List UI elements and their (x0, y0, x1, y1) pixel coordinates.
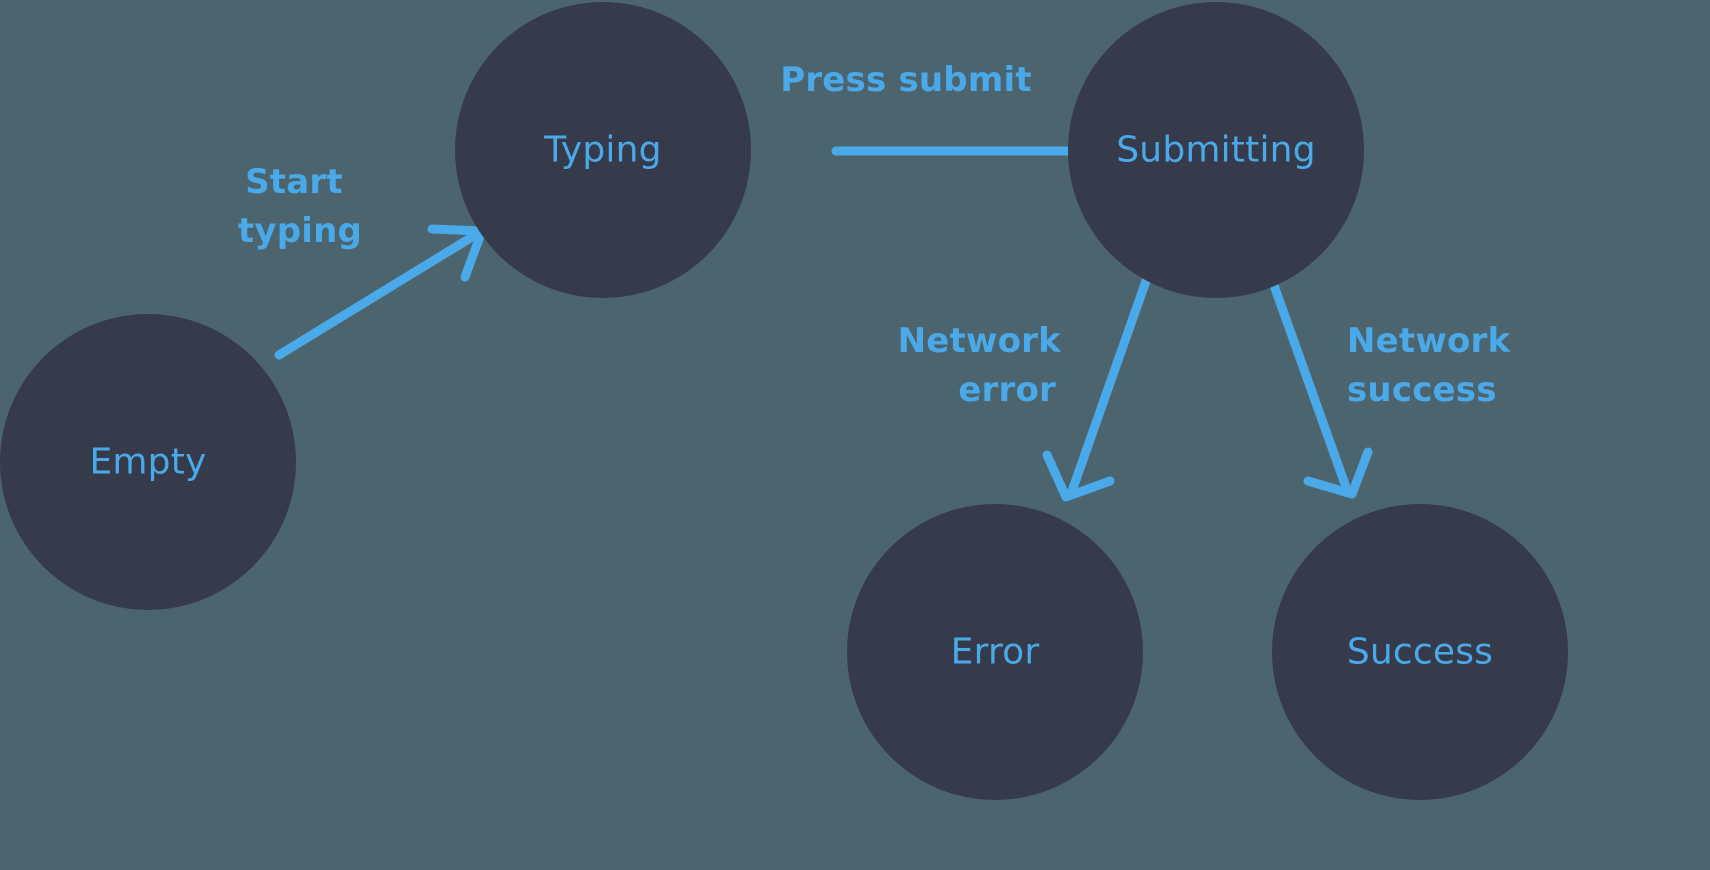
edge-network-error (1042, 276, 1151, 502)
node-submitting-circle[interactable] (1068, 2, 1364, 298)
edge-label-network-success: Network success (1347, 321, 1522, 410)
svg-text:Network error: Network error (898, 321, 1073, 410)
edge-network-success-line (1266, 272, 1351, 492)
edge-label-start-typing: Start typing (238, 162, 362, 251)
node-error-circle[interactable] (847, 504, 1143, 800)
node-error[interactable]: Error (847, 504, 1143, 800)
node-typing-label: Typing (543, 130, 661, 171)
edge-label-press-submit-line-1: Press submit (780, 60, 1032, 100)
node-typing[interactable]: Typing (455, 2, 751, 298)
node-typing-circle[interactable] (455, 2, 751, 298)
node-empty-circle[interactable] (0, 314, 296, 610)
edge-label-start-typing-line-1: Start (245, 162, 343, 202)
svg-text:Network success: Network success (1347, 321, 1522, 410)
node-empty-label: Empty (89, 442, 206, 483)
edge-label-network-error: Network error (898, 321, 1073, 410)
edge-label-network-error-line-1: Network (898, 321, 1063, 361)
edge-network-error-arrowhead (1042, 450, 1115, 502)
edge-label-network-success-line-1: Network (1347, 321, 1512, 361)
edge-label-network-success-line-2: success (1347, 370, 1497, 410)
node-submitting[interactable]: Submitting (1068, 2, 1364, 298)
edge-network-error-line (1067, 276, 1151, 496)
node-error-label: Error (951, 632, 1040, 673)
node-success-circle[interactable] (1272, 504, 1568, 800)
edge-start-typing-line (274, 232, 477, 360)
node-empty[interactable]: Empty (0, 314, 296, 610)
svg-text:Start typing: Start typing (238, 162, 362, 251)
edge-network-success (1266, 272, 1373, 499)
node-success-label: Success (1347, 632, 1493, 673)
edge-label-press-submit: Press submit (780, 60, 1032, 100)
edge-network-success-arrowhead (1303, 447, 1373, 499)
edge-label-network-error-line-2: error (958, 370, 1056, 410)
svg-text:Press submit: Press submit (780, 60, 1032, 100)
node-submitting-label: Submitting (1116, 130, 1316, 171)
edge-label-start-typing-line-2: typing (238, 211, 362, 251)
node-success[interactable]: Success (1272, 504, 1568, 800)
